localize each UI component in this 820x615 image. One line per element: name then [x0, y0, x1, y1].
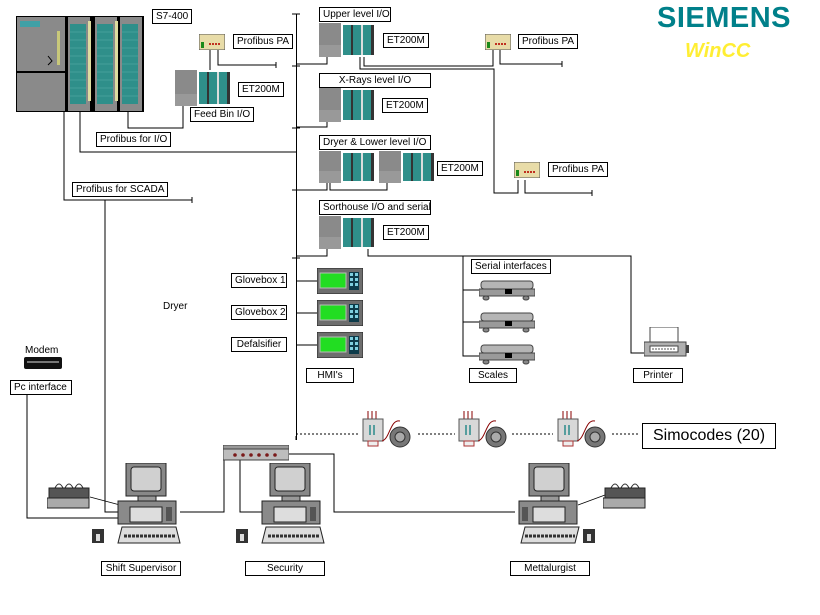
- simocode-device-2-icon[interactable]: [456, 411, 512, 449]
- wincc-logo: WinCC: [685, 40, 751, 62]
- label-mettalurgist: Mettalurgist: [510, 561, 590, 576]
- et200m-upper-icon[interactable]: [319, 23, 375, 57]
- label-simocodes: Simocodes (20): [642, 423, 777, 449]
- label-hmis: HMI's: [306, 368, 354, 383]
- dot-matrix-printer-right-icon[interactable]: [603, 482, 647, 510]
- label-et200m-upper: ET200M: [383, 33, 429, 48]
- et200m-sorthouse-icon[interactable]: [319, 216, 375, 249]
- hmi-panel-glovebox-1-icon[interactable]: [317, 268, 363, 294]
- dot-matrix-printer-left-icon[interactable]: [47, 482, 91, 510]
- label-et200m-sorthouse: ET200M: [383, 225, 429, 240]
- profibus-pa-coupler-3-icon[interactable]: [514, 162, 540, 178]
- scale-2-icon[interactable]: [479, 311, 535, 333]
- label-upper-level-io: Upper level I/O: [319, 7, 391, 22]
- label-feed-bin-io: Feed Bin I/O: [190, 107, 255, 122]
- siemens-logo: SIEMENS: [657, 2, 792, 34]
- workstation-security-icon[interactable]: [236, 463, 326, 547]
- label-sorthouse-io-serial: Sorthouse I/O and serial: [319, 200, 431, 215]
- profibus-pa-coupler-1-icon[interactable]: [199, 34, 225, 50]
- modem-icon[interactable]: [24, 357, 62, 369]
- label-et200m-dryer: ET200M: [437, 161, 483, 176]
- s7-400-plc-rack-icon[interactable]: [16, 16, 144, 112]
- et200m-dryer-b-icon[interactable]: [379, 151, 435, 183]
- workstation-mettalurgist-icon[interactable]: [515, 463, 605, 547]
- workstation-shift-supervisor-icon[interactable]: [92, 463, 182, 547]
- label-glovebox-1: Glovebox 1: [231, 273, 287, 288]
- label-profibus-for-scada: Profibus for SCADA: [72, 182, 169, 197]
- profibus-scada-line: [63, 112, 192, 201]
- label-pc-interface: Pc interface: [10, 380, 72, 395]
- label-defalsifier: Defalsifier: [231, 337, 287, 352]
- et200m-dryer-a-icon[interactable]: [319, 151, 375, 183]
- printer-icon[interactable]: [644, 327, 690, 359]
- label-glovebox-2: Glovebox 2: [231, 305, 287, 320]
- profibus-io-line: [79, 112, 296, 153]
- label-profibus-pa-3: Profibus PA: [548, 162, 609, 177]
- et200m-xrays-icon[interactable]: [319, 88, 375, 122]
- label-security: Security: [245, 561, 325, 576]
- label-xrays-level-io: X-Rays level I/O: [319, 73, 431, 88]
- simocode-device-1-icon[interactable]: [360, 411, 416, 449]
- network-hub-icon[interactable]: [223, 445, 289, 461]
- profibus-pa-coupler-2-icon[interactable]: [485, 34, 511, 50]
- et200m-feedbin-icon[interactable]: [175, 70, 231, 106]
- scale-3-icon[interactable]: [479, 343, 535, 365]
- label-serial-interfaces: Serial interfaces: [471, 259, 551, 274]
- label-dryer-lower-level-io: Dryer & Lower level I/O: [319, 135, 431, 150]
- label-scales: Scales: [469, 368, 517, 383]
- label-et200m-feedbin: ET200M: [238, 82, 284, 97]
- label-profibus-pa-2: Profibus PA: [518, 34, 579, 49]
- label-s7-400: S7-400: [152, 9, 193, 24]
- simocode-device-3-icon[interactable]: [555, 411, 611, 449]
- label-printer: Printer: [633, 368, 683, 383]
- label-profibus-for-io: Profibus for I/O: [96, 132, 172, 147]
- label-modem: Modem: [25, 345, 59, 356]
- label-profibus-pa-1: Profibus PA: [233, 34, 294, 49]
- label-et200m-xrays: ET200M: [382, 98, 428, 113]
- scale-1-icon[interactable]: [479, 279, 535, 301]
- hmi-panel-defalsifier-icon[interactable]: [317, 332, 363, 358]
- label-dryer: Dryer: [163, 301, 188, 312]
- hmi-panel-glovebox-2-icon[interactable]: [317, 300, 363, 326]
- label-shift-supervisor: Shift Supervisor: [101, 561, 181, 576]
